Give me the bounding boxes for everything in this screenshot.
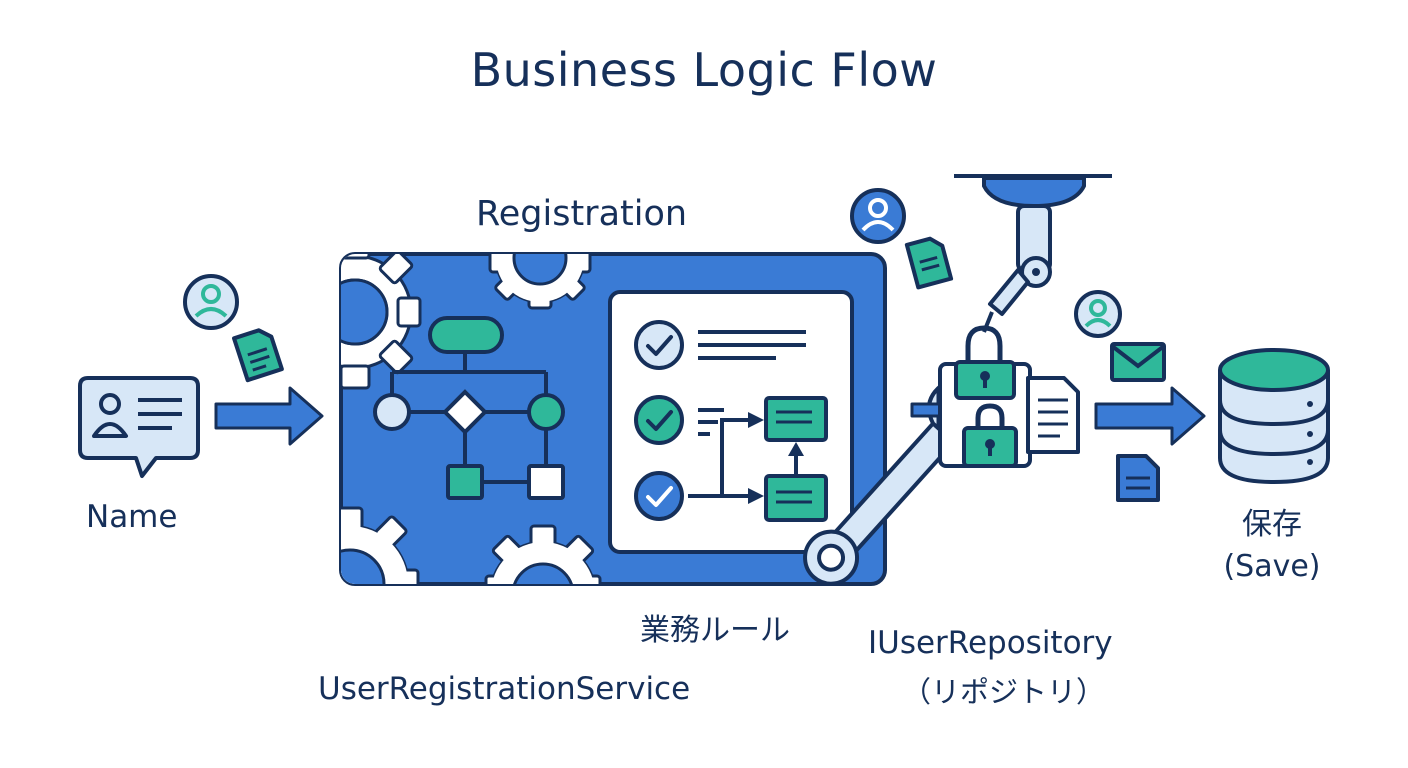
document-icon: [1116, 454, 1160, 502]
gear-icon: [484, 524, 602, 584]
user-icon: [183, 274, 239, 330]
padlock-icon: [962, 403, 1018, 468]
repository-label-jp: （リポジトリ）: [902, 675, 1106, 709]
arrow-icon: [1094, 386, 1206, 446]
checklist-icon: [608, 290, 854, 554]
user-icon: [1074, 290, 1122, 338]
service-label: UserRegistrationService: [318, 671, 691, 707]
database-icon: [1218, 348, 1330, 485]
business-rules-label: 業務ルール: [640, 613, 790, 648]
document-icon: [232, 328, 284, 383]
save-label-jp: 保存: [1242, 507, 1302, 542]
padlock-icon: [954, 325, 1016, 400]
robot-arm-icon: [954, 174, 1112, 333]
diagram-title: Business Logic Flow: [470, 43, 938, 97]
flowchart-icon: [373, 316, 565, 500]
document-icon: [904, 236, 954, 290]
gear-icon: [341, 254, 422, 390]
input-name-label: Name: [86, 499, 178, 535]
save-label: (Save): [1223, 549, 1321, 584]
service-panel: [339, 252, 887, 586]
registration-label: Registration: [476, 194, 688, 234]
speech-bubble-icon: [78, 376, 200, 478]
arrow-icon: [214, 386, 324, 446]
repository-label: IUserRepository: [868, 625, 1113, 661]
repository-block: [910, 325, 1080, 468]
gear-icon: [341, 506, 420, 584]
email-icon: [1110, 342, 1166, 382]
user-icon: [850, 188, 906, 244]
gear-icon: [488, 254, 592, 310]
